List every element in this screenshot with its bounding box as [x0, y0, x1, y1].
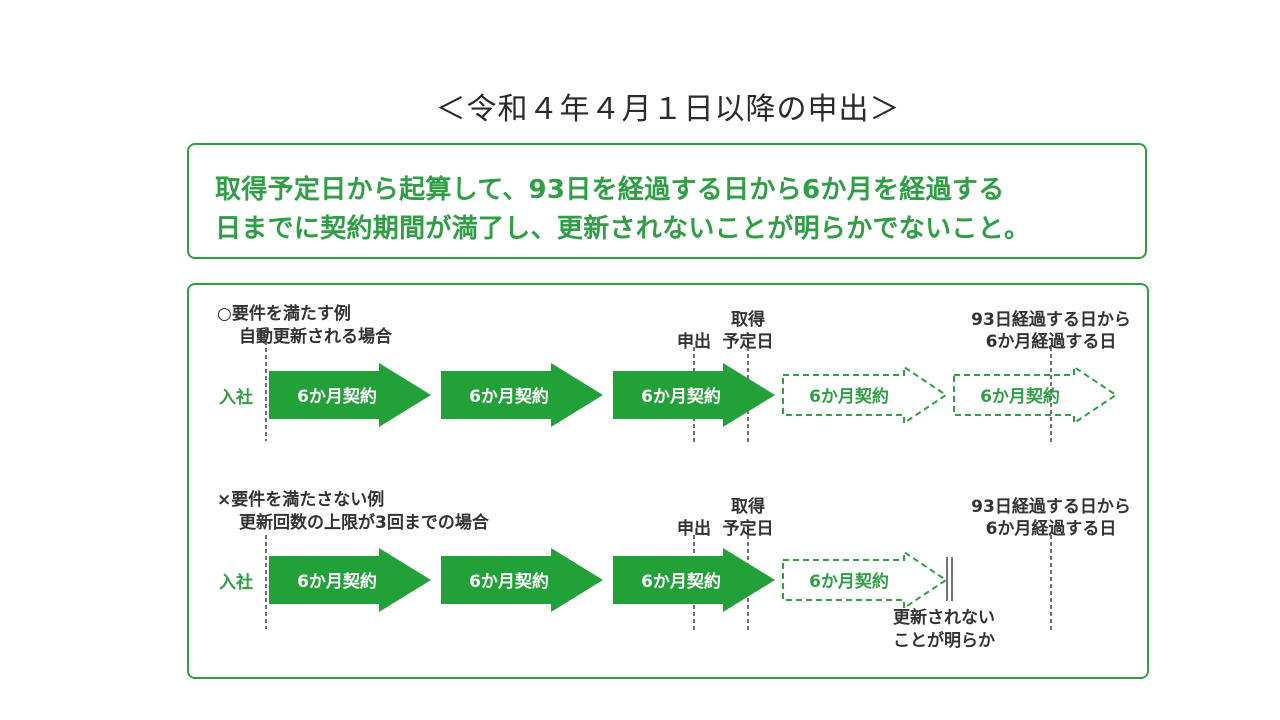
contract-label: 6か月契約 [809, 386, 889, 407]
contract-arrow [269, 363, 431, 427]
example-ng-93day-label-1: 93日経過する日から [971, 496, 1131, 517]
page-title: ＜令和４年４月１日以降の申出＞ [435, 92, 901, 127]
example-ok-planned-label-1: 取得 [731, 309, 765, 330]
example-ok-93day-label-2: 6か月経過する日 [986, 331, 1117, 352]
condition-text-line-1: 取得予定日から起算して、93日を経過する日から6か月を経過する [215, 175, 1005, 205]
example-ok-heading: ○要件を満たす例 [217, 303, 351, 324]
example-ok-contracts: 6か月契約 6か月契約 6か月契約 6か月契約 6か月契約 [269, 363, 1118, 427]
example-ok-start-label: 入社 [219, 387, 253, 408]
end-note-line-2: ことが明らか [893, 630, 995, 651]
example-ok-93day-label-1: 93日経過する日から [971, 309, 1131, 330]
example-ng-subheading: 更新回数の上限が3回までの場合 [239, 512, 490, 533]
contract-label: 6か月契約 [980, 386, 1060, 407]
contract-arrow [269, 548, 431, 612]
contract-label: 6か月契約 [641, 386, 721, 407]
example-ng: ×要件を満たさない例 更新回数の上限が3回までの場合 入社 申出 取得 予定日 … [217, 489, 1131, 651]
contract-arrow [782, 365, 948, 425]
example-ok: ○要件を満たす例 自動更新される場合 入社 申出 取得 予定日 93日経過する日… [217, 303, 1131, 445]
contract-label: 6か月契約 [641, 571, 721, 592]
diagram-box: ○要件を満たす例 自動更新される場合 入社 申出 取得 予定日 93日経過する日… [187, 283, 1149, 679]
contract-label: 6か月契約 [469, 571, 549, 592]
contract-arrow [441, 363, 603, 427]
contract-arrow [782, 550, 948, 610]
contract-label: 6か月契約 [297, 571, 377, 592]
example-ng-93day-label-2: 6か月経過する日 [986, 518, 1117, 539]
example-ng-request-label: 申出 [677, 518, 711, 539]
contract-arrow [441, 548, 603, 612]
contract-label: 6か月契約 [297, 386, 377, 407]
example-ok-planned-label-2: 予定日 [723, 331, 774, 352]
end-note-line-1: 更新されない [893, 607, 995, 628]
contract-arrow [613, 363, 775, 427]
contract-label: 6か月契約 [469, 386, 549, 407]
contract-arrow [613, 548, 775, 612]
condition-text-line-2: 日までに契約期間が満了し、更新されないことが明らかでないこと。 [215, 214, 1031, 244]
example-ng-contracts: 6か月契約 6か月契約 6か月契約 6か月契約 [269, 548, 948, 612]
example-ng-start-label: 入社 [219, 572, 253, 593]
example-ng-heading: ×要件を満たさない例 [217, 489, 384, 510]
example-ng-planned-label-2: 予定日 [723, 518, 774, 539]
example-ok-request-label: 申出 [677, 331, 711, 352]
contract-arrow [953, 365, 1118, 425]
timeline-diagram: ○要件を満たす例 自動更新される場合 入社 申出 取得 予定日 93日経過する日… [217, 303, 1131, 651]
condition-box: 取得予定日から起算して、93日を経過する日から6か月を経過する 日までに契約期間… [187, 143, 1147, 259]
contract-label: 6か月契約 [809, 571, 889, 592]
example-ng-planned-label-1: 取得 [731, 496, 765, 517]
example-ok-subheading: 自動更新される場合 [239, 326, 393, 347]
